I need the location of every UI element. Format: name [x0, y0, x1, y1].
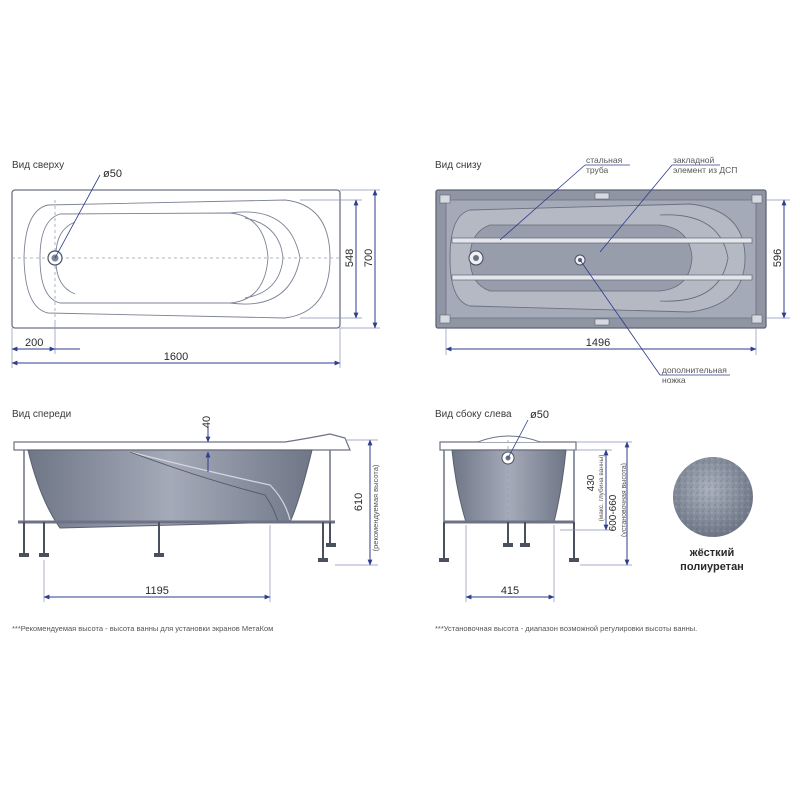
insert-leader [599, 164, 673, 253]
insert-pad-icon [594, 318, 610, 326]
bottom-drain-center-icon [473, 255, 479, 261]
top-drain-leader [54, 174, 101, 259]
leg-foot-icon [154, 553, 164, 557]
top-view: Вид сверху ø50 548 700 200 1600 [11, 160, 380, 368]
front-dim-610: 610 [353, 493, 365, 511]
leg-foot-icon [503, 543, 513, 547]
leg-leader [579, 259, 661, 376]
side-view-headrest [477, 435, 541, 443]
side-legs [439, 522, 579, 562]
top-dim-548: 548 [344, 249, 356, 267]
side-drain-label: ø50 [530, 409, 549, 421]
footnote-installation-height: ***Установочная высота - диапазон возмож… [435, 624, 697, 633]
top-dim-200: 200 [25, 337, 43, 349]
front-dim-40: 40 [201, 416, 213, 428]
top-view-bowl-outer [23, 199, 331, 319]
label-insert-1: закладной [673, 155, 715, 165]
side-dim-430: 430 [586, 474, 597, 491]
leg-foot-icon [520, 543, 530, 547]
corner-pad-icon [439, 194, 451, 204]
top-drain-label: ø50 [103, 168, 122, 180]
front-dim-610-note: (рекомендуемая высота) [371, 464, 380, 551]
side-dim-430-note: (макс. глубина ванны) [597, 455, 605, 522]
material-label-1: жёсткий [689, 547, 734, 559]
insert-pad-icon [594, 192, 610, 200]
bottom-view: Вид снизу стальная труба закладной элеме… [435, 155, 790, 385]
leg-foot-icon [569, 558, 579, 562]
corner-pad-icon [751, 314, 763, 324]
leg-foot-icon [318, 558, 328, 562]
leg-foot-icon [19, 553, 29, 557]
material-swatch: жёсткий полиуретан [673, 457, 753, 573]
bottom-view-title: Вид снизу [435, 160, 481, 171]
leg-foot-icon [439, 558, 449, 562]
side-view-title: Вид сбоку слева [435, 408, 512, 420]
side-dim-600-660-note: (установочная высота) [621, 463, 628, 537]
top-view-rim [11, 189, 341, 329]
front-view-backrest-shade [129, 451, 279, 523]
side-drain-leader [507, 419, 529, 459]
side-view: Вид сбоку слева ø50 430 [435, 408, 632, 602]
front-legs [19, 522, 336, 562]
steel-pipe-lower [451, 274, 753, 281]
leg-foot-icon [39, 553, 49, 557]
front-view: Вид спереди 40 610 [12, 409, 380, 602]
label-steel-pipe-2: труба [586, 165, 609, 175]
material-label-2: полиуретан [680, 561, 744, 573]
side-dim-600-660: 600-660 [608, 494, 619, 531]
label-leg-2: ножка [662, 375, 686, 385]
bottom-dim-596: 596 [772, 249, 784, 267]
front-view-rim [13, 433, 351, 451]
side-dim-415: 415 [501, 585, 519, 597]
label-leg-1: дополнительная [662, 365, 727, 375]
pipe-leader [499, 164, 586, 241]
bottom-dim-1496: 1496 [586, 337, 610, 349]
top-view-title: Вид сверху [12, 160, 64, 171]
leg-foot-icon [326, 543, 336, 547]
front-view-backrest-edge [129, 451, 291, 521]
corner-pad-icon [439, 314, 451, 324]
steel-pipe-upper [451, 237, 753, 244]
top-dim-1600: 1600 [164, 351, 188, 363]
label-steel-pipe-1: стальная [586, 155, 623, 165]
bottom-view-backrest [659, 214, 729, 302]
front-view-title: Вид спереди [12, 409, 71, 420]
top-dim-700: 700 [363, 249, 375, 267]
corner-pad-icon [751, 194, 763, 204]
label-insert-2: элемент из ДСП [673, 165, 737, 175]
front-view-body [27, 449, 313, 529]
polyurethane-texture [673, 457, 753, 537]
front-dim-1195: 1195 [145, 585, 169, 597]
footnote-recommended-height: ***Рекомендуемая высота - высота ванны д… [12, 624, 273, 633]
